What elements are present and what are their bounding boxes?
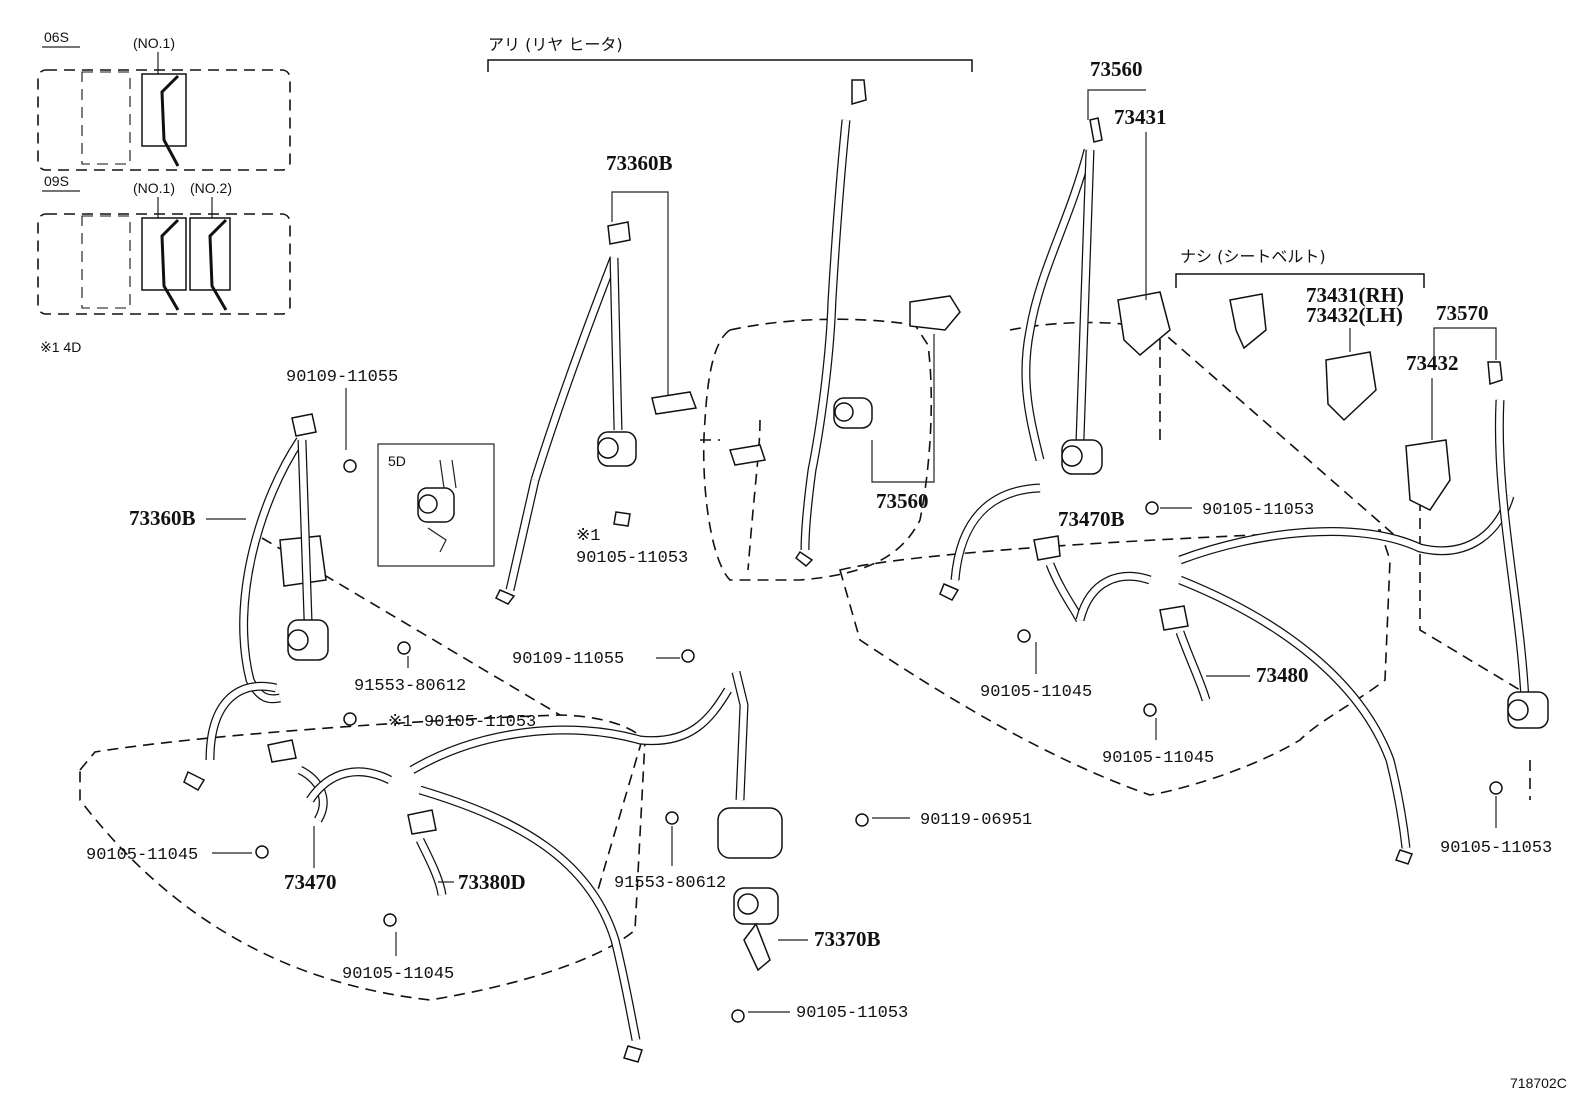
note-mark-center: ※1 [576,527,600,546]
variant-09s-seat-outline [37,213,291,315]
part-73431-label: 73431 [1114,105,1167,129]
variant-09s-no1: (NO.1) [133,180,175,196]
bolt-90105-11053-far-right: 90105-11053 [1440,839,1552,858]
center-belt-guide [717,807,783,859]
cover-73360b-top [651,391,698,415]
variant-09s-belt-frame-no2 [189,217,231,291]
bolt-90105-11045-left-a: 90105-11045 [86,846,198,865]
bolt-90105-11045-right-a: 90105-11045 [980,683,1092,702]
part-73470b-label: 73470B [1058,507,1125,531]
bolt-90109-11055-center: 90109-11055 [512,650,624,669]
part-73432-label: 73432 [1406,351,1459,375]
bolt-91553-80612-center: 91553-80612 [614,874,726,893]
part-73432-lh-label: 73432(LH) [1306,303,1403,327]
rear-heater-bracket [487,59,973,72]
rear-heater-group: アリ (リヤ ヒータ) [487,35,973,72]
cover-73560 [909,295,961,331]
variant-09s-code: 09S [44,173,69,189]
variant-06s-seat-outline [37,69,291,171]
bolt-90105-11053-bottom: 90105-11053 [796,1004,908,1023]
part-73380d-label: 73380D [458,870,526,894]
no-belt-label: ナシ (シートベルト) [1180,247,1326,266]
no-belt-bracket [1175,273,1425,288]
part-73360b-top-label: 73360B [606,151,673,175]
note-mark-left: ※1 [388,713,412,732]
variant-06s-belt-frame [141,73,187,147]
bolt-90105-11053-center: 90105-11053 [576,549,688,568]
left-seat-drawing [79,413,783,1063]
part-73360b-top: 73360B ※1 90105-11053 [494,151,688,605]
inset-5d-label: 5D [388,453,406,469]
right-seat-drawing [839,117,1549,865]
variant-06s-code: 06S [44,29,69,45]
rear-heater-label: アリ (リヤ ヒータ) [488,35,623,54]
variant-note: ※1 4D [40,339,81,355]
bolt-90105-11045-left-b: 90105-11045 [342,965,454,984]
illustration-id: 718702C [1510,1075,1567,1091]
bolt-90119-06951: 90119-06951 [920,811,1032,830]
part-73560-center: 73560 [871,334,935,513]
bolt-90105-11045-right-b: 90105-11045 [1102,749,1214,768]
cover-73432 [1405,439,1451,511]
variant-09s-no2: (NO.2) [190,180,232,196]
part-73370b-label: 73370B [814,927,881,951]
variant-09s-belt-frame-no1 [141,217,187,291]
bolt-90105-11053-left: 90105-11053 [424,713,536,732]
inset-5d-box [377,443,495,567]
cover-73431 [1117,291,1171,357]
bolt-90109-11055-left: 90109-11055 [286,368,398,387]
bolt-91553-80612-left: 91553-80612 [354,677,466,696]
left-seat-labels: 90109-11055 5D 73360B 91553-80612 ※1 901… [86,368,1032,1023]
part-73560-right-label: 73560 [1090,57,1143,81]
part-73431-rh-label: 73431(RH) [1306,283,1404,307]
bolt-90105-11053-right: 90105-11053 [1202,501,1314,520]
variant-06s-no1: (NO.1) [133,35,175,51]
part-73360b-left-label: 73360B [129,506,196,530]
variant-inset: 06S (NO.1) 09S (NO.1) (NO.2) ※1 4D [37,29,291,355]
part-73470-label: 73470 [284,870,337,894]
cover-73431-73432 [1325,351,1377,422]
right-seat-labels: 73560 73431 ナシ (シートベルト) 73431(RH) 73432(… [980,57,1552,858]
part-73560-center-label: 73560 [876,489,929,513]
part-73570-label: 73570 [1436,301,1489,325]
part-73480-label: 73480 [1256,663,1309,687]
center-seat-drawing [651,79,961,581]
